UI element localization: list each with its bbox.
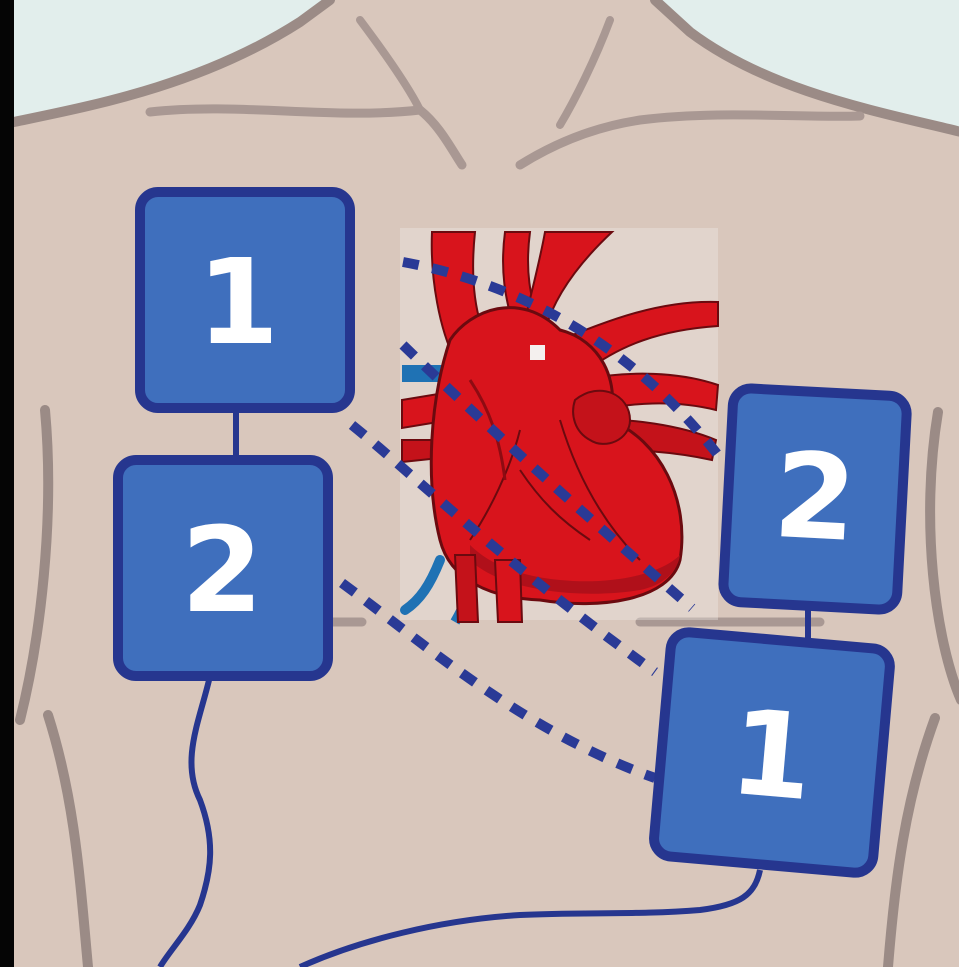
pad-upper-left-1-label: 1 [197,233,279,371]
pad-right-2-label: 2 [771,426,860,568]
pad-right-1: 1 [653,631,892,874]
pad-right-1-label: 1 [725,683,819,828]
heart-illustration [400,228,718,622]
pad-lower-left-2-label: 2 [181,501,263,639]
pad-right-2: 2 [723,388,908,611]
left-border [0,0,14,967]
pad-upper-left-1: 1 [140,192,350,408]
pad-lower-left-2: 2 [118,460,328,676]
